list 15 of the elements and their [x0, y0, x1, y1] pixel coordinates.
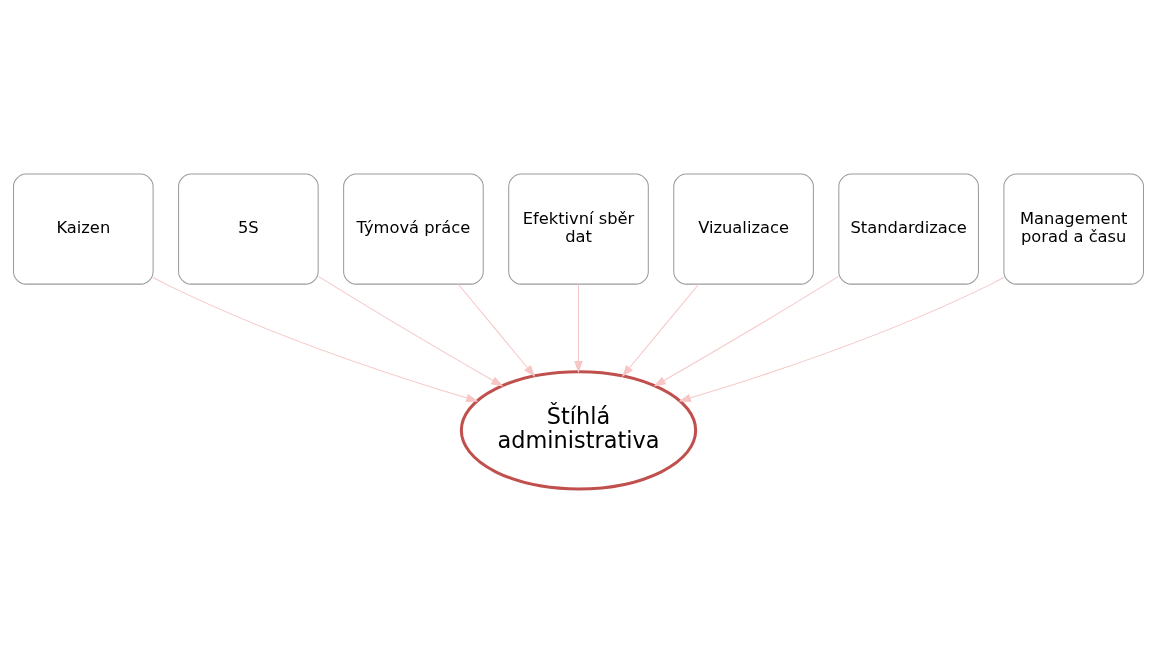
arrow — [653, 275, 840, 387]
node-box: Efektivní sběr dat — [508, 173, 649, 285]
node-box: Vizualizace — [673, 173, 814, 285]
node-box: 5S — [178, 173, 319, 285]
arrow — [621, 283, 700, 378]
node-box: Kaizen — [13, 173, 154, 285]
arrow — [457, 283, 536, 378]
arrow — [152, 277, 479, 403]
node-box: Management porad a času — [1003, 173, 1144, 285]
node-box: Týmová práce — [343, 173, 484, 285]
arrow — [317, 275, 504, 387]
node-ellipse: Štíhlá administrativa — [459, 370, 698, 491]
node-box: Standardizace — [838, 173, 979, 285]
arrow — [678, 277, 1005, 403]
arrow — [574, 283, 583, 374]
